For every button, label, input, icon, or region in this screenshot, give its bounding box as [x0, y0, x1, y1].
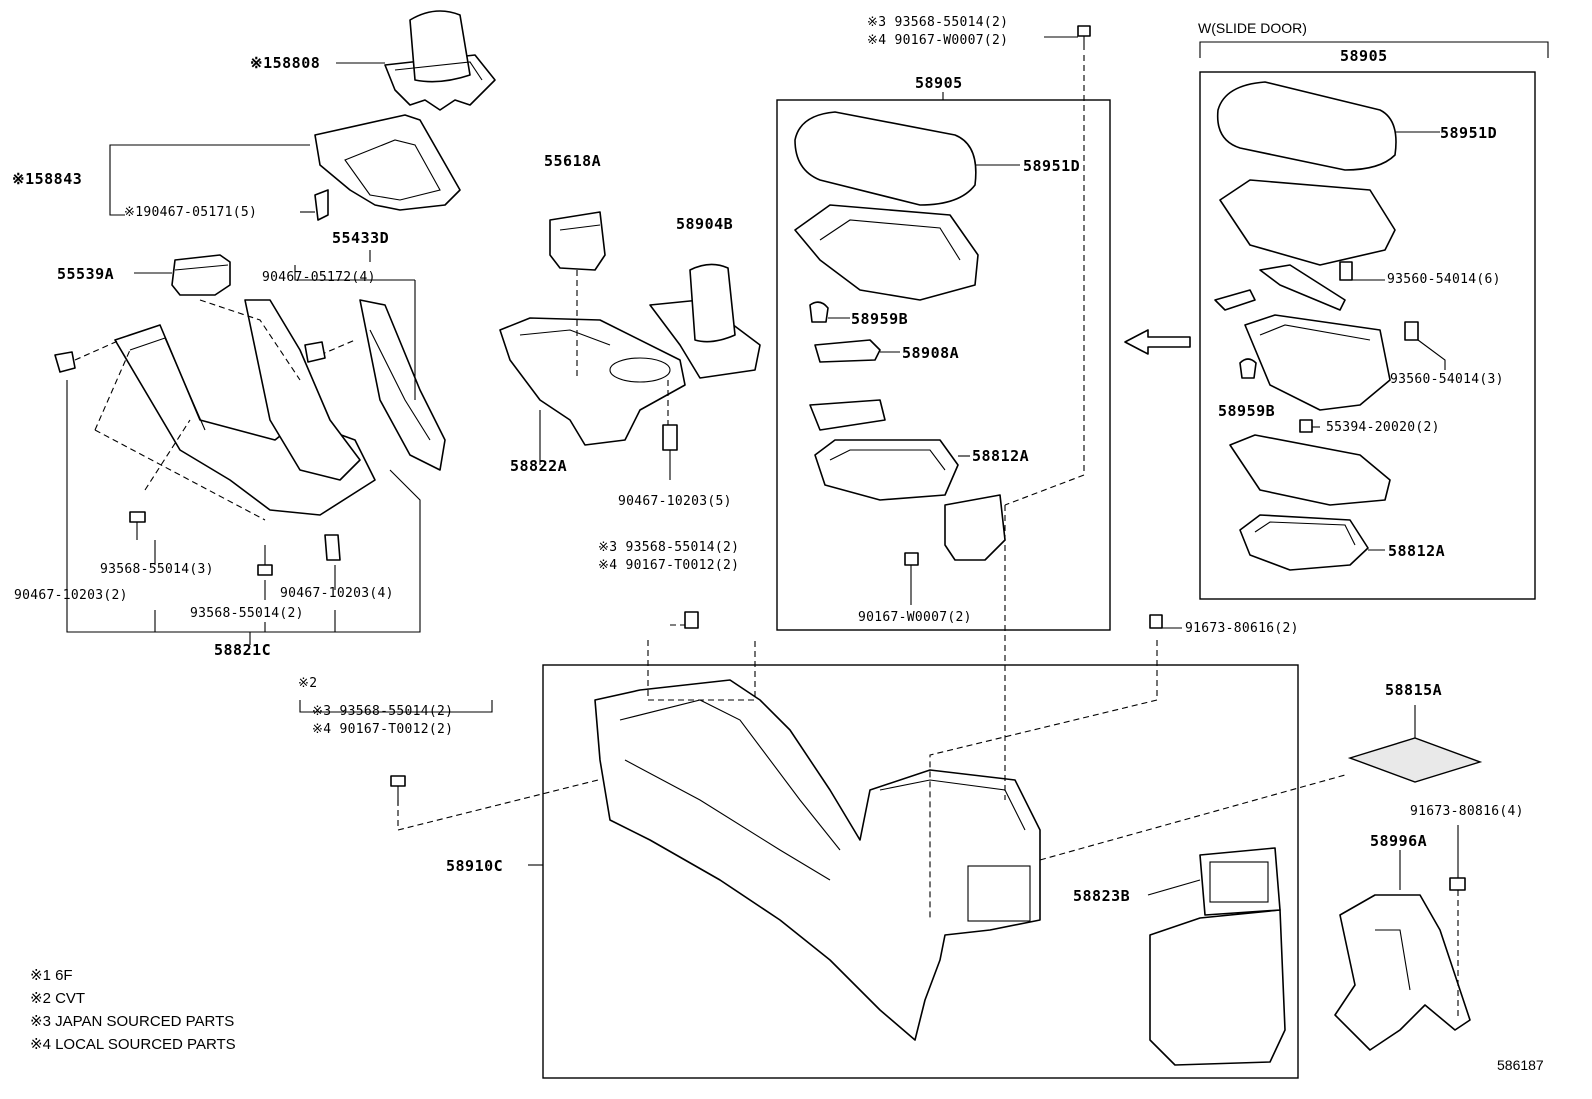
label-93568-55014-2: 93568-55014(2)	[190, 606, 304, 621]
label-55433D: 55433D	[332, 229, 390, 247]
label-91673-80816: 91673-80816(4)	[1410, 804, 1524, 819]
label-90467-10203-2: 90467-10203(2)	[14, 588, 128, 603]
label-58823B: 58823B	[1073, 887, 1131, 905]
label-91673-80616: 91673-80616(2)	[1185, 621, 1299, 636]
mid-note-3: ※3 93568-55014(2)	[598, 540, 740, 555]
label-55394-20020: 55394-20020(2)	[1326, 420, 1440, 435]
label-90167-W0007: 90167-W0007(2)	[858, 610, 972, 625]
pad-part	[1347, 737, 1483, 783]
label-58996A: 58996A	[1370, 832, 1428, 850]
shift-bezel-part	[314, 114, 461, 221]
armrest-part	[794, 111, 1006, 566]
label-58908A: 58908A	[902, 344, 960, 362]
label-58951D: 58951D	[1023, 157, 1081, 175]
console-lid-part	[1149, 847, 1286, 1066]
top-note-3: ※3 93568-55014(2)	[867, 15, 1009, 30]
note-2: ※2	[298, 676, 318, 691]
label-90467-05172: 90467-05172(4)	[262, 270, 376, 285]
label-90467-10203-4: 90467-10203(4)	[280, 586, 394, 601]
top-note-4: ※4 90167-W0007(2)	[867, 33, 1009, 48]
legend-item: ※4 LOCAL SOURCED PARTS	[30, 1036, 236, 1053]
note-2-4: ※4 90167-T0012(2)	[312, 722, 454, 737]
label-158808: ※158808	[250, 54, 321, 72]
label-158843: ※158843	[12, 170, 83, 188]
label-58812A: 58812A	[972, 447, 1030, 465]
slide-armrest-part	[1214, 81, 1397, 571]
switch-part	[171, 254, 231, 296]
console-body-part	[594, 679, 1041, 1041]
label-58821C: 58821C	[214, 641, 272, 659]
slide-door-group-box	[1199, 71, 1536, 600]
label-r-58812A: 58812A	[1388, 542, 1446, 560]
left-arrow-icon	[1124, 329, 1191, 355]
console-box-group	[542, 664, 1299, 1079]
label-58959B: 58959B	[851, 310, 909, 328]
legend: ※1 6F ※2 CVT ※3 JAPAN SOURCED PARTS ※4 L…	[30, 964, 236, 1056]
bracket-part	[1334, 894, 1471, 1051]
label-58822A: 58822A	[510, 457, 568, 475]
label-58904B: 58904B	[676, 215, 734, 233]
console-upper-panel-part	[114, 299, 446, 516]
label-93560-54014-6: 93560-54014(6)	[1387, 272, 1501, 287]
figure-number: 586187	[1497, 1057, 1544, 1073]
label-55539A: 55539A	[57, 265, 115, 283]
legend-item: ※3 JAPAN SOURCED PARTS	[30, 1013, 235, 1030]
label-58910C: 58910C	[446, 857, 504, 875]
legend-item: ※2 CVT	[30, 990, 86, 1007]
cup-holder-part	[499, 211, 761, 446]
label-58905: 58905	[915, 74, 963, 92]
slide-door-heading: W(SLIDE DOOR)	[1198, 20, 1307, 36]
label-190467-05171: ※190467-05171(5)	[124, 205, 258, 220]
label-90467-10203-5: 90467-10203(5)	[618, 494, 732, 509]
note-2-3: ※3 93568-55014(2)	[312, 704, 454, 719]
mid-note-4: ※4 90167-T0012(2)	[598, 558, 740, 573]
legend-item: ※1 6F	[30, 967, 73, 984]
label-93568-55014-3: 93568-55014(3)	[100, 562, 214, 577]
label-55618A: 55618A	[544, 152, 602, 170]
label-58815A: 58815A	[1385, 681, 1443, 699]
label-r-58959B: 58959B	[1218, 402, 1276, 420]
label-93560-54014-3: 93560-54014(3)	[1390, 372, 1504, 387]
label-r-58951D: 58951D	[1440, 124, 1498, 142]
label-r-58905: 58905	[1340, 47, 1388, 65]
shift-boot-part	[384, 10, 496, 111]
